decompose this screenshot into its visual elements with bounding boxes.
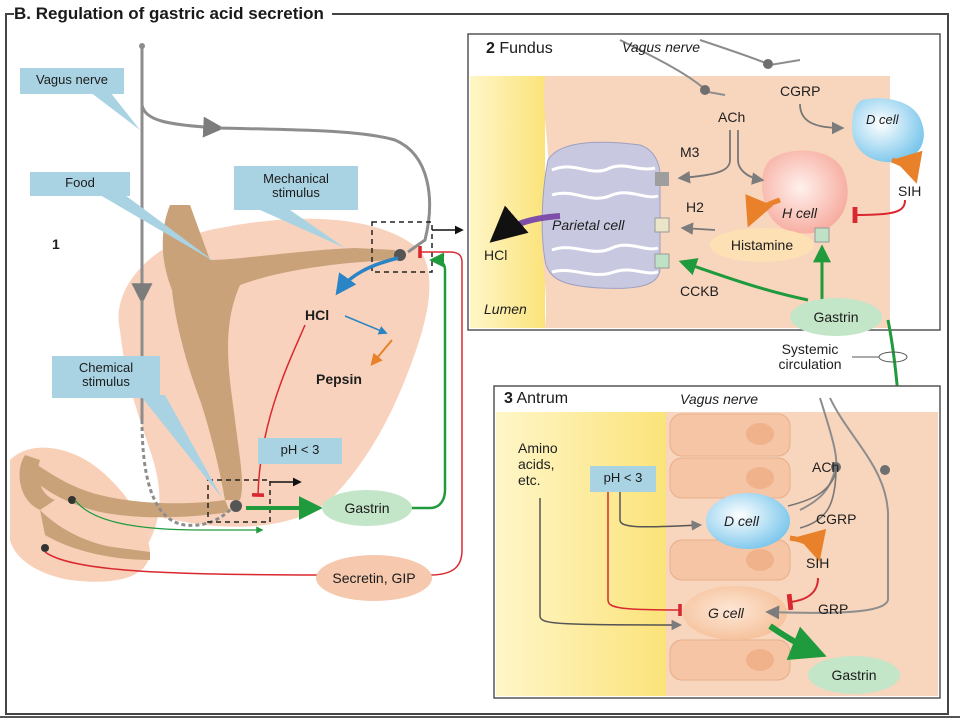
fundus-title-text: Fundus bbox=[499, 40, 553, 57]
gastrin-pill-section1: Gastrin bbox=[322, 490, 412, 526]
antrum-vagus-nerve-label: Vagus nerve bbox=[680, 391, 759, 407]
antrum-panel bbox=[493, 385, 941, 699]
fundus-d-cell-label: D cell bbox=[866, 112, 899, 127]
antrum-nerve-ending bbox=[230, 500, 242, 512]
histamine-pill: Histamine bbox=[710, 228, 814, 262]
fundus-number: 2 bbox=[486, 40, 495, 57]
antrum-gastrin-pill: Gastrin bbox=[808, 656, 900, 694]
cckb-receptor-label: CCKB bbox=[680, 283, 719, 299]
antrum-cgrp-label: CGRP bbox=[816, 511, 857, 527]
food-tract bbox=[162, 205, 395, 500]
ph-box-antrum: pH < 3 bbox=[590, 466, 656, 492]
h-cell-label: H cell bbox=[782, 205, 818, 221]
antrum-sih-label: SIH bbox=[806, 555, 830, 571]
antrum-zoom-box bbox=[207, 479, 271, 523]
systemic-circulation-label: Systemic circulation bbox=[778, 341, 842, 372]
amino-acids-label: Amino acids, etc. bbox=[518, 440, 558, 488]
hcl-label: HCl bbox=[305, 307, 330, 323]
fundus-zoom-box bbox=[371, 221, 433, 273]
parietal-cell-label: Parietal cell bbox=[552, 217, 625, 233]
ph-box-section1: pH < 3 bbox=[258, 438, 342, 464]
antrum-number: 3 bbox=[504, 390, 513, 407]
fundus-title: 2 Fundus bbox=[486, 40, 553, 58]
grp-label: GRP bbox=[818, 601, 849, 617]
antrum-title: 3 Antrum bbox=[504, 390, 568, 408]
antrum-ach-label: ACh bbox=[812, 459, 840, 475]
g-cell-label: G cell bbox=[708, 605, 744, 621]
fundus-panel bbox=[467, 33, 941, 331]
h2-receptor-label: H2 bbox=[686, 199, 704, 215]
antrum-title-text: Antrum bbox=[516, 390, 569, 407]
outer-frame bbox=[5, 13, 949, 715]
vagus-nerve-label: Vagus nerve bbox=[20, 68, 124, 94]
section-1-number: 1 bbox=[52, 236, 60, 252]
secretin-gip-pill: Secretin, GIP bbox=[316, 555, 432, 601]
chemical-stimulus-label: Chemical stimulus bbox=[52, 356, 160, 398]
m3-receptor-label: M3 bbox=[680, 144, 700, 160]
mechanical-stimulus-label: Mechanical stimulus bbox=[234, 166, 358, 210]
fundus-sih-label: SIH bbox=[898, 183, 922, 199]
fundus-ach-label: ACh bbox=[718, 109, 746, 125]
antrum-d-cell-label: D cell bbox=[724, 513, 760, 529]
food-label: Food bbox=[30, 172, 130, 196]
fundus-vagus-nerve-label: Vagus nerve bbox=[622, 39, 701, 55]
page-title: B. Regulation of gastric acid secretion bbox=[14, 4, 332, 24]
lumen-label: Lumen bbox=[484, 301, 527, 317]
fundus-hcl-label: HCl bbox=[484, 247, 508, 263]
fundus-cgrp-label: CGRP bbox=[780, 83, 821, 99]
fundus-gastrin-pill: Gastrin bbox=[790, 298, 882, 336]
pepsin-label: Pepsin bbox=[316, 371, 362, 387]
